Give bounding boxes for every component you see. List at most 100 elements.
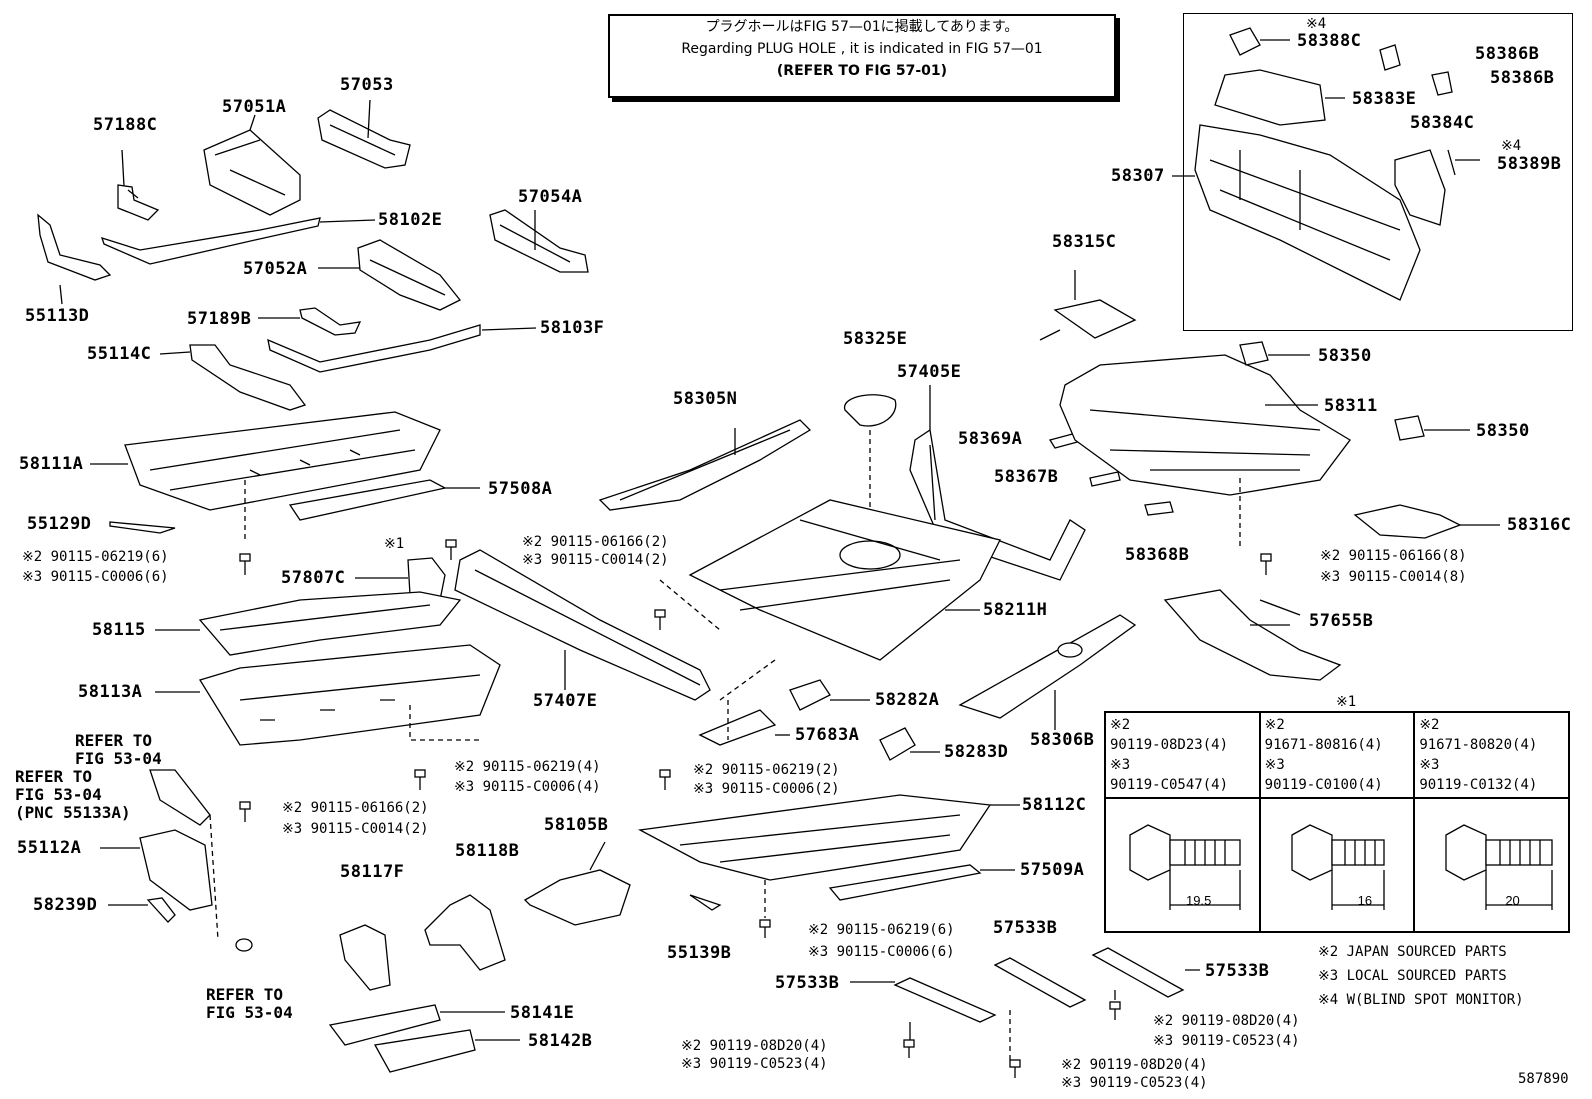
label-58102E[interactable]: 58102E — [378, 210, 443, 230]
label-58307[interactable]: 58307 — [1111, 166, 1165, 186]
fastener-spec-table: ※2 90119-08D23(4) ※3 90119-C0547(4) ※2 9… — [1104, 711, 1570, 933]
fastener-illustrations — [1129, 824, 1553, 910]
label-57533B-right[interactable]: 57533B — [1205, 961, 1270, 981]
label-55113D[interactable]: 55113D — [25, 306, 90, 326]
label-55112A[interactable]: 55112A — [17, 838, 82, 858]
label-57054A[interactable]: 57054A — [518, 187, 583, 207]
label-58211H[interactable]: 58211H — [983, 600, 1048, 620]
label-57807C[interactable]: 57807C — [281, 568, 346, 588]
label-57508A[interactable]: 57508A — [488, 479, 553, 499]
callout-japan-pn[interactable]: ※2 90115-06219(4) — [454, 759, 601, 775]
callout-local-pn[interactable]: ※3 90115-C0006(6) — [22, 569, 169, 585]
label-58389B[interactable]: 58389B — [1497, 154, 1562, 174]
label-57053[interactable]: 57053 — [340, 75, 394, 95]
callout-local-pn[interactable]: ※3 90115-C0014(8) — [1320, 569, 1467, 585]
label-58283D[interactable]: 58283D — [944, 742, 1009, 762]
label-58105B[interactable]: 58105B — [544, 815, 609, 835]
callout-japan-pn[interactable]: ※2 90115-06166(8) — [1320, 548, 1467, 564]
label-58306B[interactable]: 58306B — [1030, 730, 1095, 750]
label-58282A[interactable]: 58282A — [875, 690, 940, 710]
label-58112C[interactable]: 58112C — [1022, 795, 1087, 815]
label-58142B[interactable]: 58142B — [528, 1031, 593, 1051]
notice-line-japanese: プラグホールはFIG 57—01に掲載してあります。 — [705, 19, 1019, 35]
label-58311[interactable]: 58311 — [1324, 396, 1378, 416]
refer-to-note[interactable]: REFER TO FIG 53-04 — [206, 986, 293, 1022]
label-58316C[interactable]: 58316C — [1507, 515, 1572, 535]
label-57189B[interactable]: 57189B — [187, 309, 252, 329]
callout-local-pn[interactable]: ※3 90115-C0014(2) — [282, 821, 429, 837]
label-57407E[interactable]: 57407E — [533, 691, 598, 711]
label-58103F[interactable]: 58103F — [540, 318, 605, 338]
callout-japan-pn[interactable]: ※2 90115-06219(6) — [808, 922, 955, 938]
label-57655B[interactable]: 57655B — [1309, 611, 1374, 631]
label-57533B-left[interactable]: 57533B — [775, 973, 840, 993]
japan-pn[interactable]: 90119-08D23(4) — [1110, 737, 1229, 753]
bolt-drawing-cell: 20 — [1414, 798, 1569, 932]
refer-line: REFER TO — [206, 985, 284, 1004]
label-58117F[interactable]: 58117F — [340, 862, 405, 882]
label-57509A[interactable]: 57509A — [1020, 860, 1085, 880]
label-58350-upper[interactable]: 58350 — [1318, 346, 1372, 366]
label-58111A[interactable]: 58111A — [19, 454, 84, 474]
callout-japan-pn[interactable]: ※2 90115-06166(2) — [522, 534, 669, 550]
label-57405E[interactable]: 57405E — [897, 362, 962, 382]
callout-japan-pn[interactable]: ※2 90119-08D20(4) — [681, 1038, 828, 1054]
label-58369A[interactable]: 58369A — [958, 429, 1023, 449]
label-58368B[interactable]: 58368B — [1125, 545, 1190, 565]
legend-japan: ※2 JAPAN SOURCED PARTS — [1318, 944, 1507, 960]
label-57683A[interactable]: 57683A — [795, 725, 860, 745]
label-58239D[interactable]: 58239D — [33, 895, 98, 915]
part-58141E — [328, 1004, 505, 1046]
callout-local-pn[interactable]: ※3 90119-C0523(4) — [1061, 1075, 1208, 1091]
label-55114C[interactable]: 55114C — [87, 344, 152, 364]
callout-japan-pn[interactable]: ※2 90115-06219(2) — [693, 762, 840, 778]
label-55139B[interactable]: 55139B — [667, 943, 732, 963]
label-58386B-lower[interactable]: 58386B — [1490, 68, 1555, 88]
label-55129D[interactable]: 55129D — [27, 514, 92, 534]
part-57051A — [203, 114, 301, 216]
part-55114C — [159, 344, 307, 411]
notice-line-english: Regarding PLUG HOLE , it is indicated in… — [681, 41, 1043, 57]
japan-pn[interactable]: 91671-80816(4) — [1264, 737, 1383, 753]
japan-mark: ※2 — [1264, 717, 1285, 733]
label-58141E[interactable]: 58141E — [510, 1003, 575, 1023]
callout-japan-pn[interactable]: ※2 90115-06166(2) — [282, 800, 429, 816]
callout-local-pn[interactable]: ※3 90115-C0014(2) — [522, 552, 669, 568]
part-55112A — [100, 829, 213, 911]
callout-japan-pn[interactable]: ※2 90119-08D20(4) — [1153, 1013, 1300, 1029]
label-58388C[interactable]: 58388C — [1297, 31, 1362, 51]
label-58384C[interactable]: 58384C — [1410, 113, 1475, 133]
japan-pn[interactable]: 91671-80820(4) — [1419, 737, 1538, 753]
figure-id: 587890 — [1518, 1071, 1569, 1087]
refer-to-note[interactable]: REFER TO FIG 53-04 (PNC 55133A) — [15, 768, 131, 822]
label-58305N[interactable]: 58305N — [673, 389, 738, 409]
refer-to-note[interactable]: REFER TO FIG 53-04 — [75, 732, 162, 768]
callout-local-pn[interactable]: ※3 90115-C0006(6) — [808, 944, 955, 960]
callout-japan-pn[interactable]: ※2 90115-06219(6) — [22, 549, 169, 565]
mark-4-lower: ※4 — [1501, 138, 1522, 154]
label-57188C[interactable]: 57188C — [93, 115, 158, 135]
label-57051A[interactable]: 57051A — [222, 97, 287, 117]
label-58383E[interactable]: 58383E — [1352, 89, 1417, 109]
callout-japan-pn[interactable]: ※2 90119-08D20(4) — [1061, 1057, 1208, 1073]
local-pn[interactable]: 90119-C0100(4) — [1264, 777, 1383, 793]
label-57052A[interactable]: 57052A — [243, 259, 308, 279]
label-58113A[interactable]: 58113A — [78, 682, 143, 702]
label-58115[interactable]: 58115 — [92, 620, 146, 640]
local-pn[interactable]: 90119-C0547(4) — [1110, 777, 1229, 793]
label-58367B[interactable]: 58367B — [994, 467, 1059, 487]
part-58111A — [90, 411, 441, 540]
local-pn[interactable]: 90119-C0132(4) — [1419, 777, 1538, 793]
callout-local-pn[interactable]: ※3 90119-C0523(4) — [1153, 1033, 1300, 1049]
label-58386B-upper[interactable]: 58386B — [1475, 44, 1540, 64]
callout-local-pn[interactable]: ※3 90119-C0523(4) — [681, 1056, 828, 1072]
mark-1-left: ※1 — [384, 536, 405, 552]
label-58118B[interactable]: 58118B — [455, 841, 520, 861]
label-58325E[interactable]: 58325E — [843, 329, 908, 349]
label-57533B-middle[interactable]: 57533B — [993, 918, 1058, 938]
callout-local-pn[interactable]: ※3 90115-C0006(4) — [454, 779, 601, 795]
callout-local-pn[interactable]: ※3 90115-C0006(2) — [693, 781, 840, 797]
label-58315C[interactable]: 58315C — [1052, 232, 1117, 252]
label-58350-lower[interactable]: 58350 — [1476, 421, 1530, 441]
